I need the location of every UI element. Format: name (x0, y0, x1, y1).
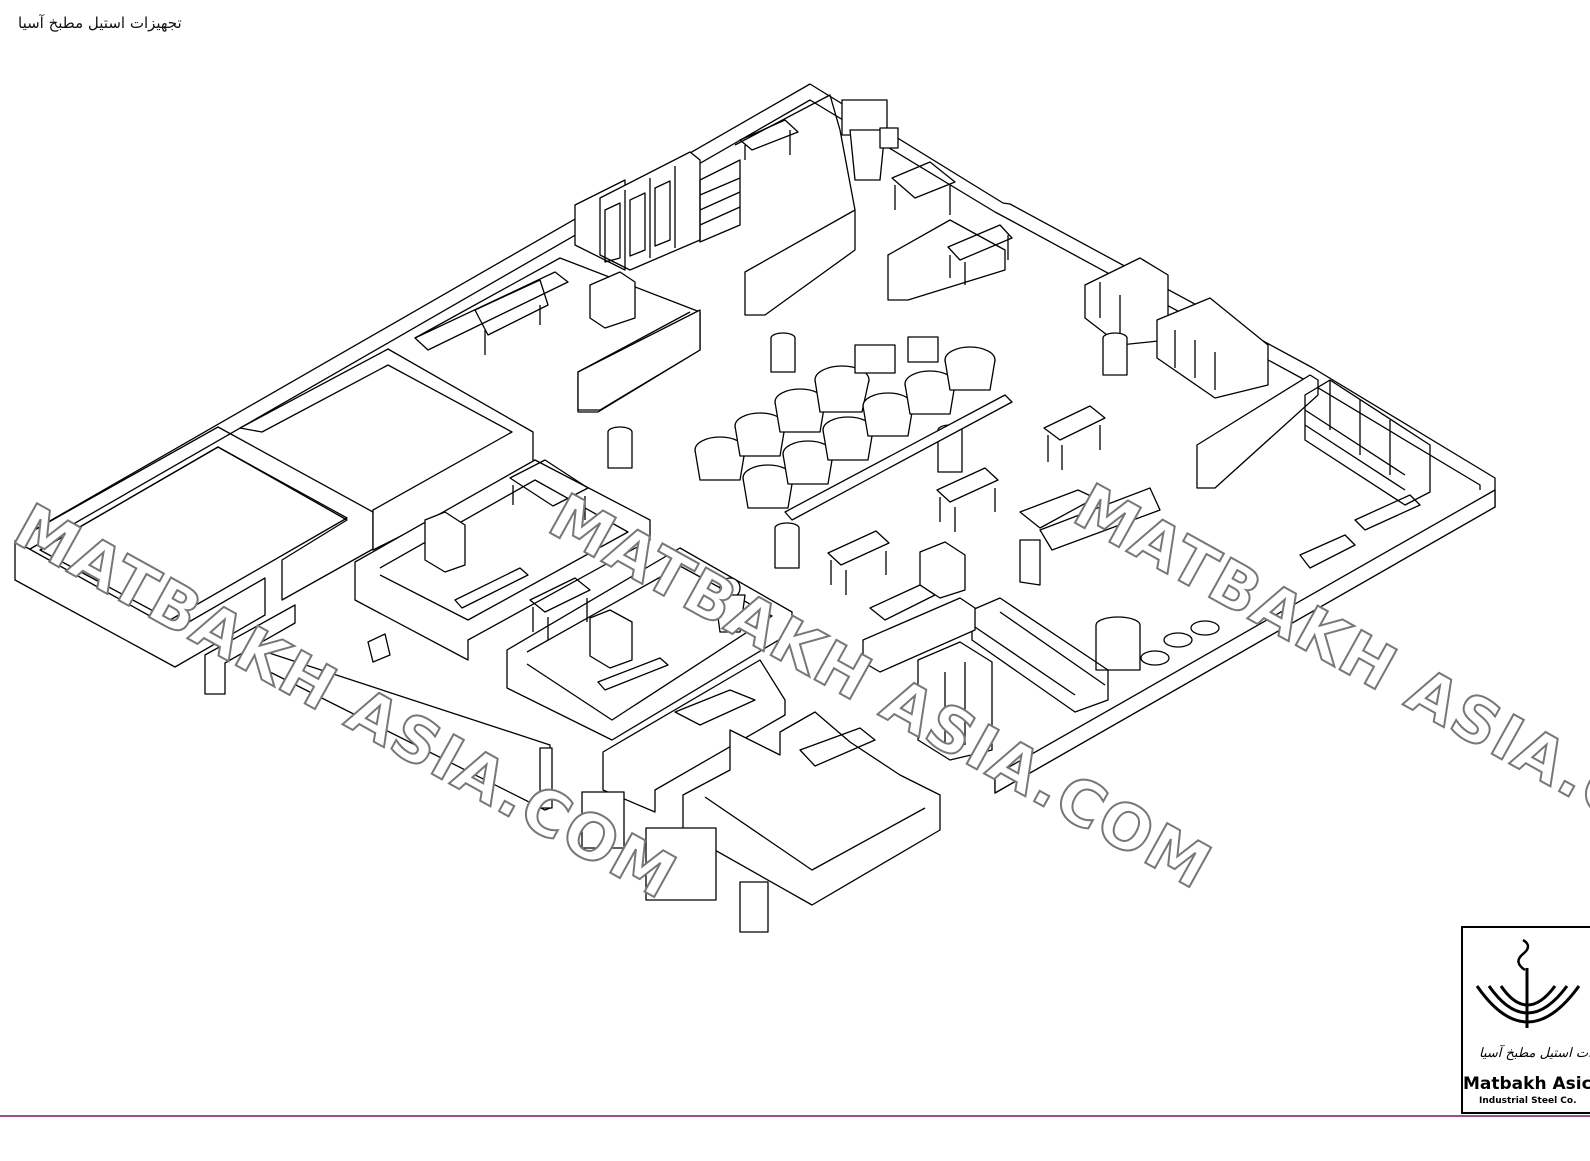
cabinet (424, 511, 966, 669)
wall-block (739, 881, 769, 933)
bottom-room-b-inner (704, 796, 926, 871)
dishwash-wall (577, 309, 701, 411)
dishwasher-machine (589, 271, 636, 329)
bottom-right-wall (994, 489, 1496, 794)
work-table (509, 459, 589, 520)
wall-segment (539, 747, 553, 809)
storage-room-left (14, 540, 266, 668)
page-bottom-rule (0, 1115, 1590, 1117)
refrigerator-bank-right (1084, 257, 1269, 399)
cold-room-corner (734, 94, 856, 211)
rack-carts (699, 159, 741, 243)
prep-room-b-inner (526, 565, 773, 721)
outer-wall-inner (29, 99, 1481, 550)
sink-counter (1299, 494, 1421, 569)
mixer-small (714, 577, 746, 633)
prep-room-a (354, 459, 651, 661)
column (1095, 616, 1141, 671)
work-table (1043, 405, 1106, 470)
column (1102, 332, 1128, 376)
logo-company-subtitle: Industrial Steel Co. (1479, 1096, 1577, 1106)
company-logo: تجهیزات استیل مطبخ آسیا Matbakh Asic Ind… (1461, 926, 1590, 1114)
cold-room-wall (744, 209, 856, 316)
wall-lower-left (204, 604, 296, 695)
page-title: تجهیزات استیل مطبخ آسیا (18, 14, 182, 32)
right-room-wall (1196, 374, 1319, 489)
work-table (529, 577, 591, 640)
work-table (936, 467, 999, 532)
floor-drain-grate (784, 394, 1013, 521)
storage-room-top (14, 426, 374, 601)
dish-rack-shelves (971, 597, 1109, 713)
bottom-room-b (682, 711, 941, 906)
control-panel (367, 633, 391, 663)
storage-room-2 (239, 348, 534, 551)
column (770, 332, 796, 373)
logo-farsi-text: تجهیزات استیل مطبخ آسیا (1479, 1046, 1590, 1061)
wall-block (581, 791, 625, 849)
refrigerator-bank (574, 151, 701, 271)
work-table-top (739, 119, 799, 160)
sink-counter (414, 271, 569, 355)
kettle-group-small (1140, 620, 1220, 666)
column (607, 426, 633, 469)
tilting-pan (674, 689, 876, 767)
shelving-rack (1304, 379, 1431, 506)
small-room-wall (887, 219, 1006, 301)
sink-counter (454, 567, 669, 691)
work-table (827, 530, 890, 595)
grill-table (891, 161, 956, 215)
column (774, 522, 800, 569)
serving-counter (1019, 487, 1161, 586)
logo-company-name: Matbakh Asic (1463, 1074, 1590, 1094)
wall-block (645, 827, 717, 901)
refrigerator-lower (917, 641, 993, 761)
prep-room-a-inner (379, 479, 629, 621)
kettle-group (694, 336, 996, 509)
mixer-machine (841, 99, 899, 181)
work-table-right (947, 224, 1013, 285)
brand-emblem-icon (1475, 938, 1581, 1028)
serving-counter (862, 584, 976, 673)
